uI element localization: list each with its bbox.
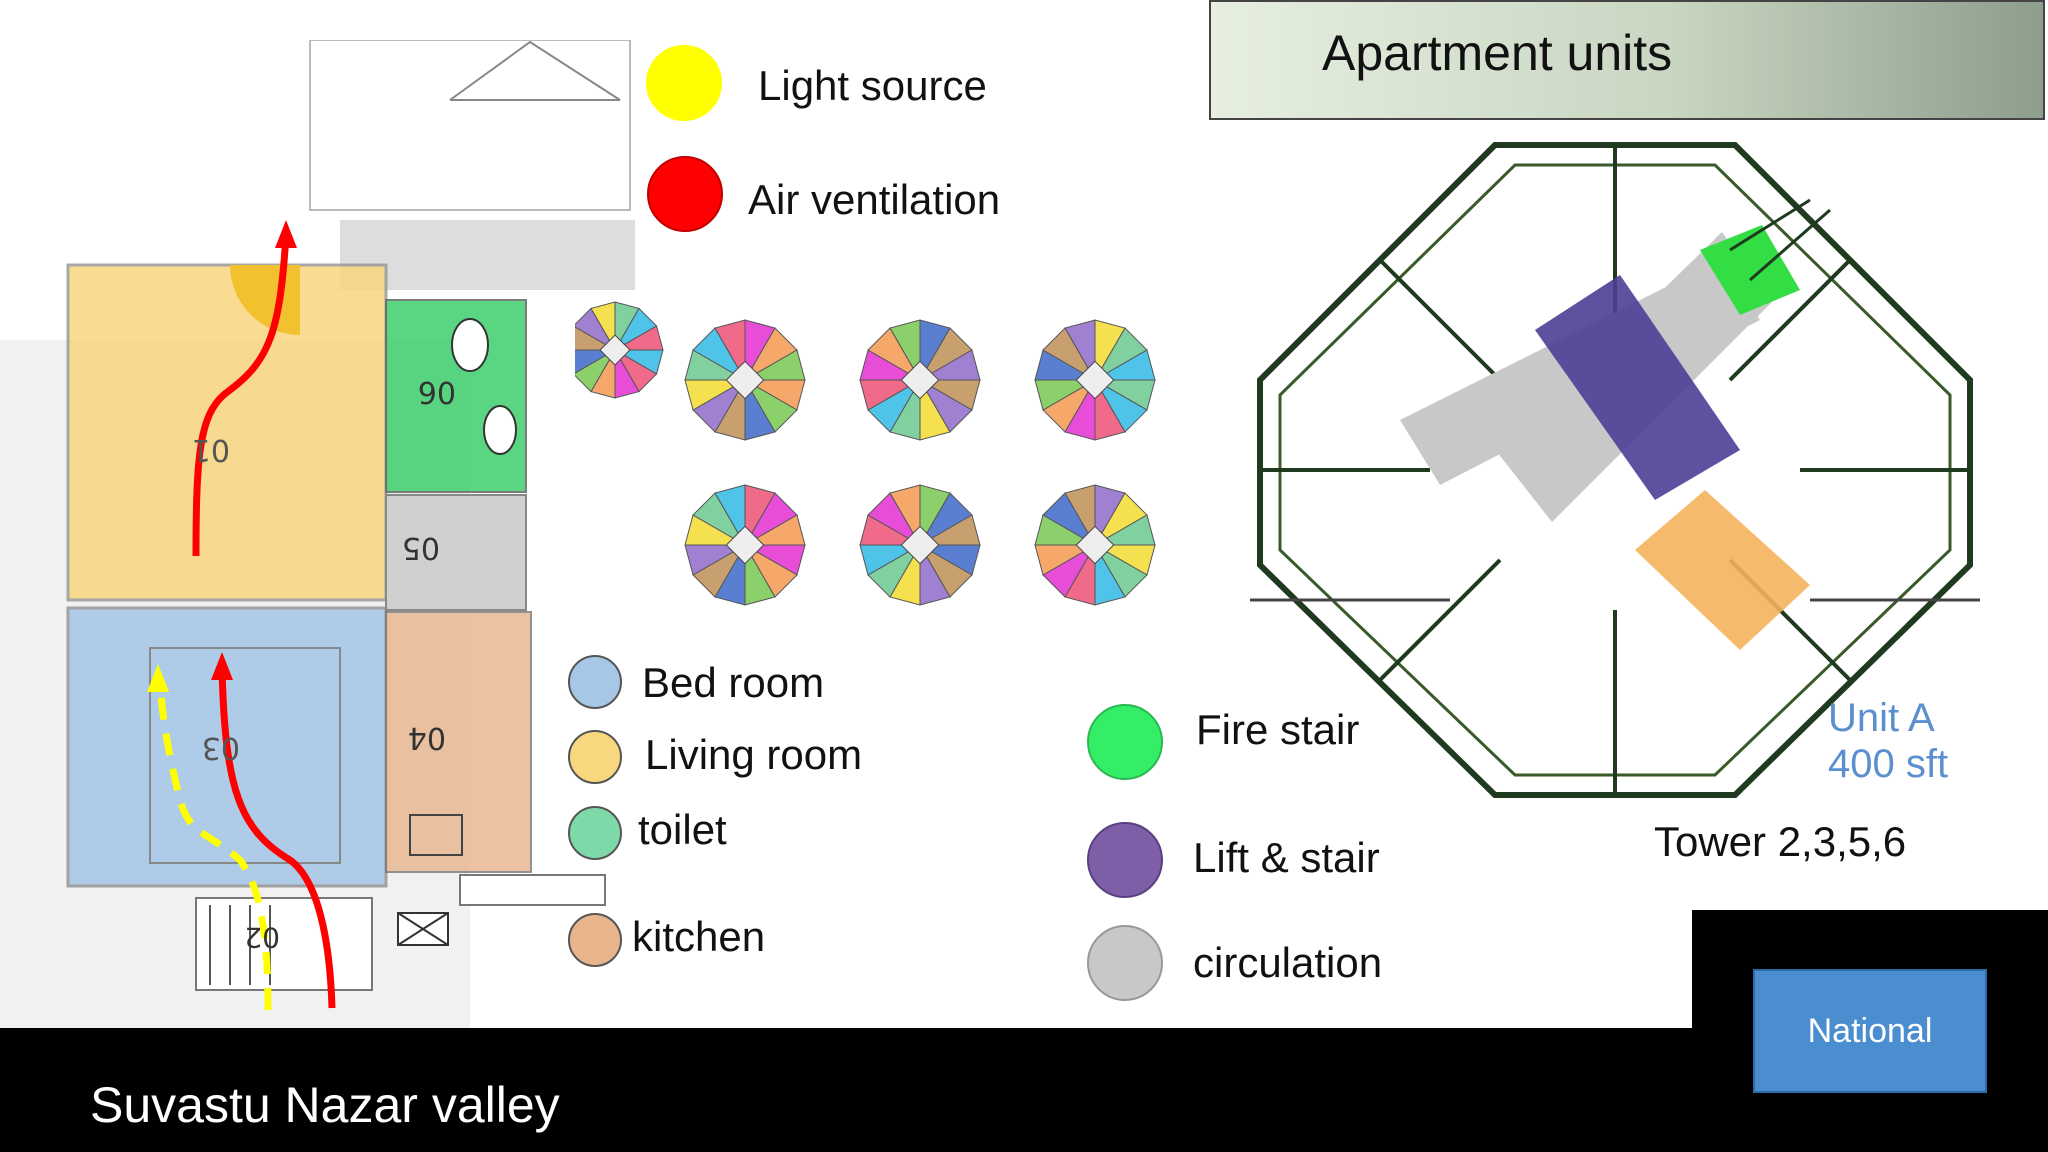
national-badge[interactable]: National xyxy=(1753,969,1987,1093)
living-room-area xyxy=(66,263,388,602)
cluster-core xyxy=(599,334,631,366)
fire-stair xyxy=(1700,225,1800,315)
legend-label: Living room xyxy=(645,731,863,778)
legend-label: circulation xyxy=(1193,939,1383,986)
cluster-core xyxy=(725,525,765,565)
cluster-unit xyxy=(1093,349,1156,381)
cluster-core xyxy=(900,525,940,565)
kitchen-area xyxy=(385,611,532,873)
unit-label: Unit A 400 sft xyxy=(1828,695,1948,787)
cluster-unit xyxy=(918,349,981,381)
cluster-unit xyxy=(1093,514,1156,546)
lift-stair-core xyxy=(1535,275,1740,500)
cluster-unit xyxy=(918,514,981,546)
legend-label: Air ventilation xyxy=(748,176,1001,223)
legend-label: Fire stair xyxy=(1196,706,1360,753)
room-number: 04 xyxy=(408,720,446,755)
unit-area: 400 sft xyxy=(1828,742,1949,786)
project-name: Suvastu Nazar valley xyxy=(90,1077,560,1133)
living-room-swatch xyxy=(568,730,622,784)
legend-label: Bed room xyxy=(642,659,825,706)
kitchen-swatch xyxy=(568,913,622,967)
legend-label: toilet xyxy=(638,806,727,853)
footer-bar xyxy=(0,1028,2048,1152)
fire-stair-swatch xyxy=(1087,704,1163,780)
legend-label: Light source xyxy=(758,62,987,109)
toilet-swatch xyxy=(568,806,622,860)
corridor-strip xyxy=(340,220,635,290)
cluster-core xyxy=(900,360,940,400)
site-plan xyxy=(575,301,1156,606)
cluster-core xyxy=(725,360,765,400)
circulation-swatch xyxy=(1087,925,1163,1001)
legend-label: kitchen xyxy=(632,913,766,960)
cluster-core xyxy=(1075,360,1115,400)
air-ventilation-swatch xyxy=(647,156,723,232)
unit-floor-plan: 01 06 05 04 03 02 xyxy=(0,40,635,1030)
room-number: 05 xyxy=(402,530,440,565)
circulation-area xyxy=(385,494,527,611)
air-ventilation-arrow xyxy=(192,234,290,557)
room-number: 01 xyxy=(192,432,230,467)
light-source-swatch xyxy=(646,45,722,121)
tower-floor-plan xyxy=(1250,142,1980,798)
bed-room-swatch xyxy=(568,655,622,709)
room-number: 03 xyxy=(202,730,240,765)
balcony xyxy=(195,897,373,991)
cluster-unit xyxy=(613,325,664,351)
cluster-unit xyxy=(743,349,806,381)
light-source-arrow xyxy=(156,679,272,1011)
tower-label: Tower 2,3,5,6 xyxy=(1654,818,1907,865)
unit-a-highlight xyxy=(1635,490,1810,650)
room-number: 02 xyxy=(244,921,280,954)
national-label: National xyxy=(1807,1011,1933,1050)
lift-stair-swatch xyxy=(1087,822,1163,898)
page-title: Apartment units xyxy=(1322,25,1673,81)
cluster-core xyxy=(1075,525,1115,565)
legend-label: Lift & stair xyxy=(1193,834,1380,881)
stair-outline xyxy=(309,40,631,211)
title-banner xyxy=(1209,0,2045,120)
air-ventilation-arrow xyxy=(218,667,336,1009)
unit-name: Unit A xyxy=(1828,696,1935,740)
cluster-unit xyxy=(743,514,806,546)
room-number: 06 xyxy=(418,374,456,409)
